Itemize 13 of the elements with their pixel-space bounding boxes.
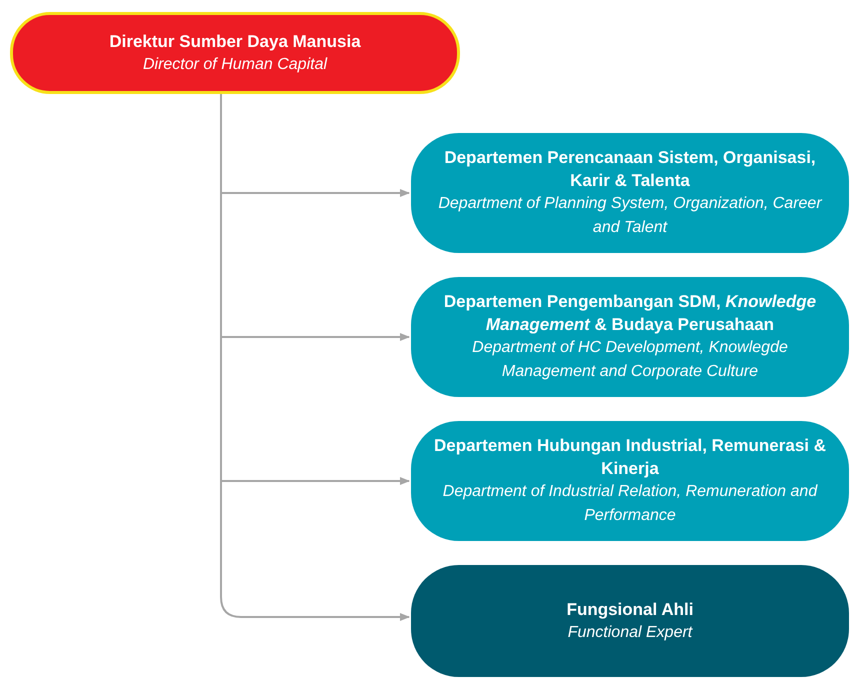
- node-subtitle: Director of Human Capital: [142, 54, 328, 74]
- node-subtitle: Functional Expert: [568, 622, 692, 642]
- node-subtitle: Department of Planning System, Organization, Career and Talent: [437, 194, 824, 238]
- node-title: Fungsional Ahli: [566, 598, 694, 620]
- node-title: Departemen Perencanaan Sistem, Organisasi, Karir & Talenta: [443, 147, 817, 192]
- department-box: [411, 133, 849, 253]
- department-box: [411, 277, 849, 397]
- node-subtitle: Department of Industrial Relation, Remuneration and Performance: [442, 482, 819, 526]
- node-title: Departemen Pengembangan SDM, Knowledge Management & Budaya Perusahaan: [442, 291, 818, 336]
- node-subtitle: Department of HC Development, Knowlegde Management and Corporate Culture: [471, 338, 789, 382]
- node-title: Departemen Hubungan Industrial, Remunerasi & Kinerja: [432, 435, 827, 480]
- node-title: Direktur Sumber Daya Manusia: [109, 30, 361, 52]
- department-box: [411, 421, 849, 541]
